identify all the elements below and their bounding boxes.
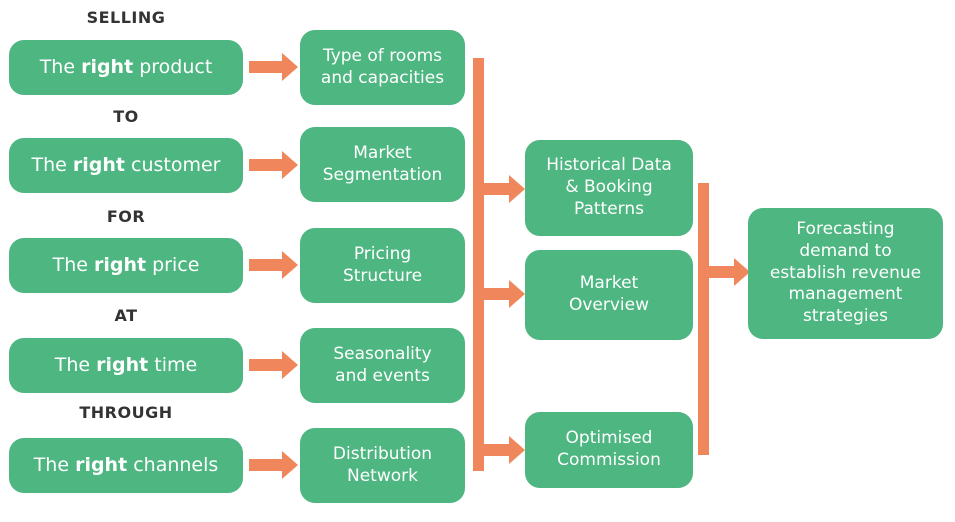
right-arrow-icon	[249, 151, 298, 179]
text-emphasis: right	[75, 454, 128, 477]
text-suffix: channels	[127, 454, 219, 477]
left-box-right-customer: The right customer	[9, 138, 243, 193]
connector-line-1	[473, 58, 484, 471]
mid-box-seasonality-events: Seasonality and events	[300, 328, 465, 403]
arrow-body	[249, 159, 282, 171]
text-suffix: time	[148, 354, 198, 377]
arrow-body	[484, 444, 509, 456]
final-box-forecasting-text: Forecasting demand to establish revenue …	[769, 219, 922, 327]
arrow-head	[509, 436, 525, 464]
arrow-body	[249, 359, 282, 371]
text-prefix: The	[33, 454, 76, 477]
left-box-right-channels-text: The right channels	[34, 453, 219, 477]
arrow-head	[509, 175, 525, 203]
right-arrow-icon	[249, 53, 298, 81]
arrow-body	[484, 288, 509, 300]
step-label-at: AT	[114, 306, 138, 325]
step-label-for: FOR	[106, 207, 146, 226]
arrow-body	[249, 459, 282, 471]
mid-box-seasonality-events-text: Seasonality and events	[333, 343, 432, 386]
mid-box-pricing-structure: Pricing Structure	[300, 228, 465, 303]
text-emphasis: right	[96, 354, 149, 377]
right-arrow-icon	[484, 436, 525, 464]
left-box-right-product: The right product	[9, 40, 243, 95]
right-box-optimised-commission-text: Optimised Commission	[557, 428, 661, 470]
text-emphasis: right	[93, 254, 147, 277]
mid-box-pricing-structure-text: Pricing Structure	[342, 243, 423, 286]
mid-box-distribution-network-text: Distribution Network	[332, 443, 433, 486]
left-box-right-customer-text: The right customer	[32, 153, 221, 177]
left-box-right-time: The right time	[9, 338, 243, 393]
arrow-head	[282, 151, 298, 179]
arrow-body	[484, 183, 509, 195]
text-prefix: The	[52, 254, 94, 277]
step-label-to: TO	[113, 107, 139, 126]
right-arrow-icon	[709, 258, 750, 286]
arrow-body	[709, 266, 734, 278]
right-box-market-overview: Market Overview	[525, 250, 693, 340]
left-box-right-price-text: The right price	[53, 253, 200, 277]
arrow-head	[282, 53, 298, 81]
right-arrow-icon	[249, 351, 298, 379]
final-box-forecasting: Forecasting demand to establish revenue …	[748, 208, 943, 339]
right-box-optimised-commission: Optimised Commission	[525, 412, 693, 488]
arrow-head	[282, 251, 298, 279]
left-box-right-product-text: The right product	[40, 55, 213, 79]
arrow-head	[282, 351, 298, 379]
left-box-right-price: The right price	[9, 238, 243, 293]
text-prefix: The	[39, 56, 82, 79]
left-box-right-channels: The right channels	[9, 438, 243, 493]
right-arrow-icon	[249, 451, 298, 479]
right-box-historical-data: Historical Data & Booking Patterns	[525, 140, 693, 236]
arrow-head	[734, 258, 750, 286]
mid-box-market-segmentation: Market Segmentation	[300, 127, 465, 202]
connector-line-2	[698, 183, 709, 455]
text-suffix: product	[133, 56, 213, 79]
mid-box-rooms-capacities-text: Type of rooms and capacities	[320, 45, 445, 88]
text-suffix: price	[146, 254, 200, 277]
arrow-head	[282, 451, 298, 479]
text-prefix: The	[54, 354, 97, 377]
step-label-through: THROUGH	[79, 403, 173, 422]
arrow-body	[249, 259, 282, 271]
arrow-head	[509, 280, 525, 308]
mid-box-rooms-capacities: Type of rooms and capacities	[300, 30, 465, 105]
step-label-selling: SELLING	[86, 8, 166, 27]
right-arrow-icon	[249, 251, 298, 279]
text-prefix: The	[31, 154, 73, 177]
mid-box-market-segmentation-text: Market Segmentation	[322, 142, 443, 185]
right-box-market-overview-text: Market Overview	[568, 273, 650, 315]
right-arrow-icon	[484, 280, 525, 308]
left-box-right-time-text: The right time	[55, 353, 197, 377]
text-emphasis: right	[81, 56, 134, 79]
right-box-historical-data-text: Historical Data & Booking Patterns	[546, 155, 672, 219]
right-arrow-icon	[484, 175, 525, 203]
text-suffix: customer	[124, 154, 221, 177]
arrow-body	[249, 61, 282, 73]
text-emphasis: right	[72, 154, 125, 177]
mid-box-distribution-network: Distribution Network	[300, 428, 465, 503]
